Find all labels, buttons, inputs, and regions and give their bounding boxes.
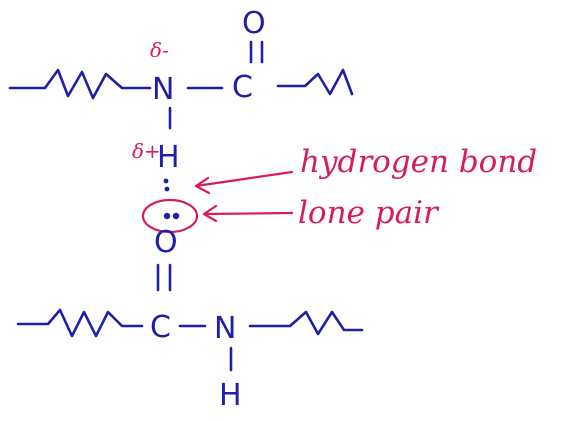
hydrogen-bond-arrow <box>194 170 294 195</box>
lone-pair-label: lone pair <box>298 195 440 231</box>
bottom-chain: O C N H <box>16 225 364 413</box>
bottom-carbon-label: C <box>150 310 171 345</box>
lone-pair-arrow <box>202 204 294 223</box>
top-hydrogen-label: H <box>157 140 180 175</box>
bottom-oxygen-label: O <box>154 225 178 260</box>
bottom-nitrogen-label: N <box>214 311 236 346</box>
annotations: hydrogen bond lone pair <box>194 144 537 231</box>
bottom-c-o-double-bond <box>156 263 172 292</box>
partial-charge-n-label: δ- <box>150 38 169 62</box>
hydrogen-bond-label: hydrogen bond <box>300 144 537 180</box>
top-left-r-group-zigzag <box>8 68 152 100</box>
bottom-right-r-group-zigzag <box>248 310 364 336</box>
top-nitrogen-label: N <box>152 72 174 107</box>
lone-pair-electron <box>163 212 171 220</box>
lone-pair-electron <box>172 212 180 220</box>
bottom-hydrogen-label: H <box>219 378 242 413</box>
top-carbon-label: C <box>232 70 253 105</box>
lone-pair-group <box>141 198 199 234</box>
hydrogen-bond-dot <box>164 186 170 192</box>
top-right-r-group-zigzag <box>276 68 354 96</box>
bottom-left-r-group-zigzag <box>16 308 144 338</box>
lone-pair-circle <box>141 198 199 234</box>
hydrogen-bond-dots <box>163 178 170 192</box>
partial-charge-h-label: δ+ <box>132 139 161 163</box>
top-chain: N C O δ- δ+ H <box>8 6 354 175</box>
hydrogen-bond-dot <box>163 178 169 184</box>
top-c-o-double-bond <box>249 40 264 64</box>
top-oxygen-label: O <box>242 6 266 41</box>
